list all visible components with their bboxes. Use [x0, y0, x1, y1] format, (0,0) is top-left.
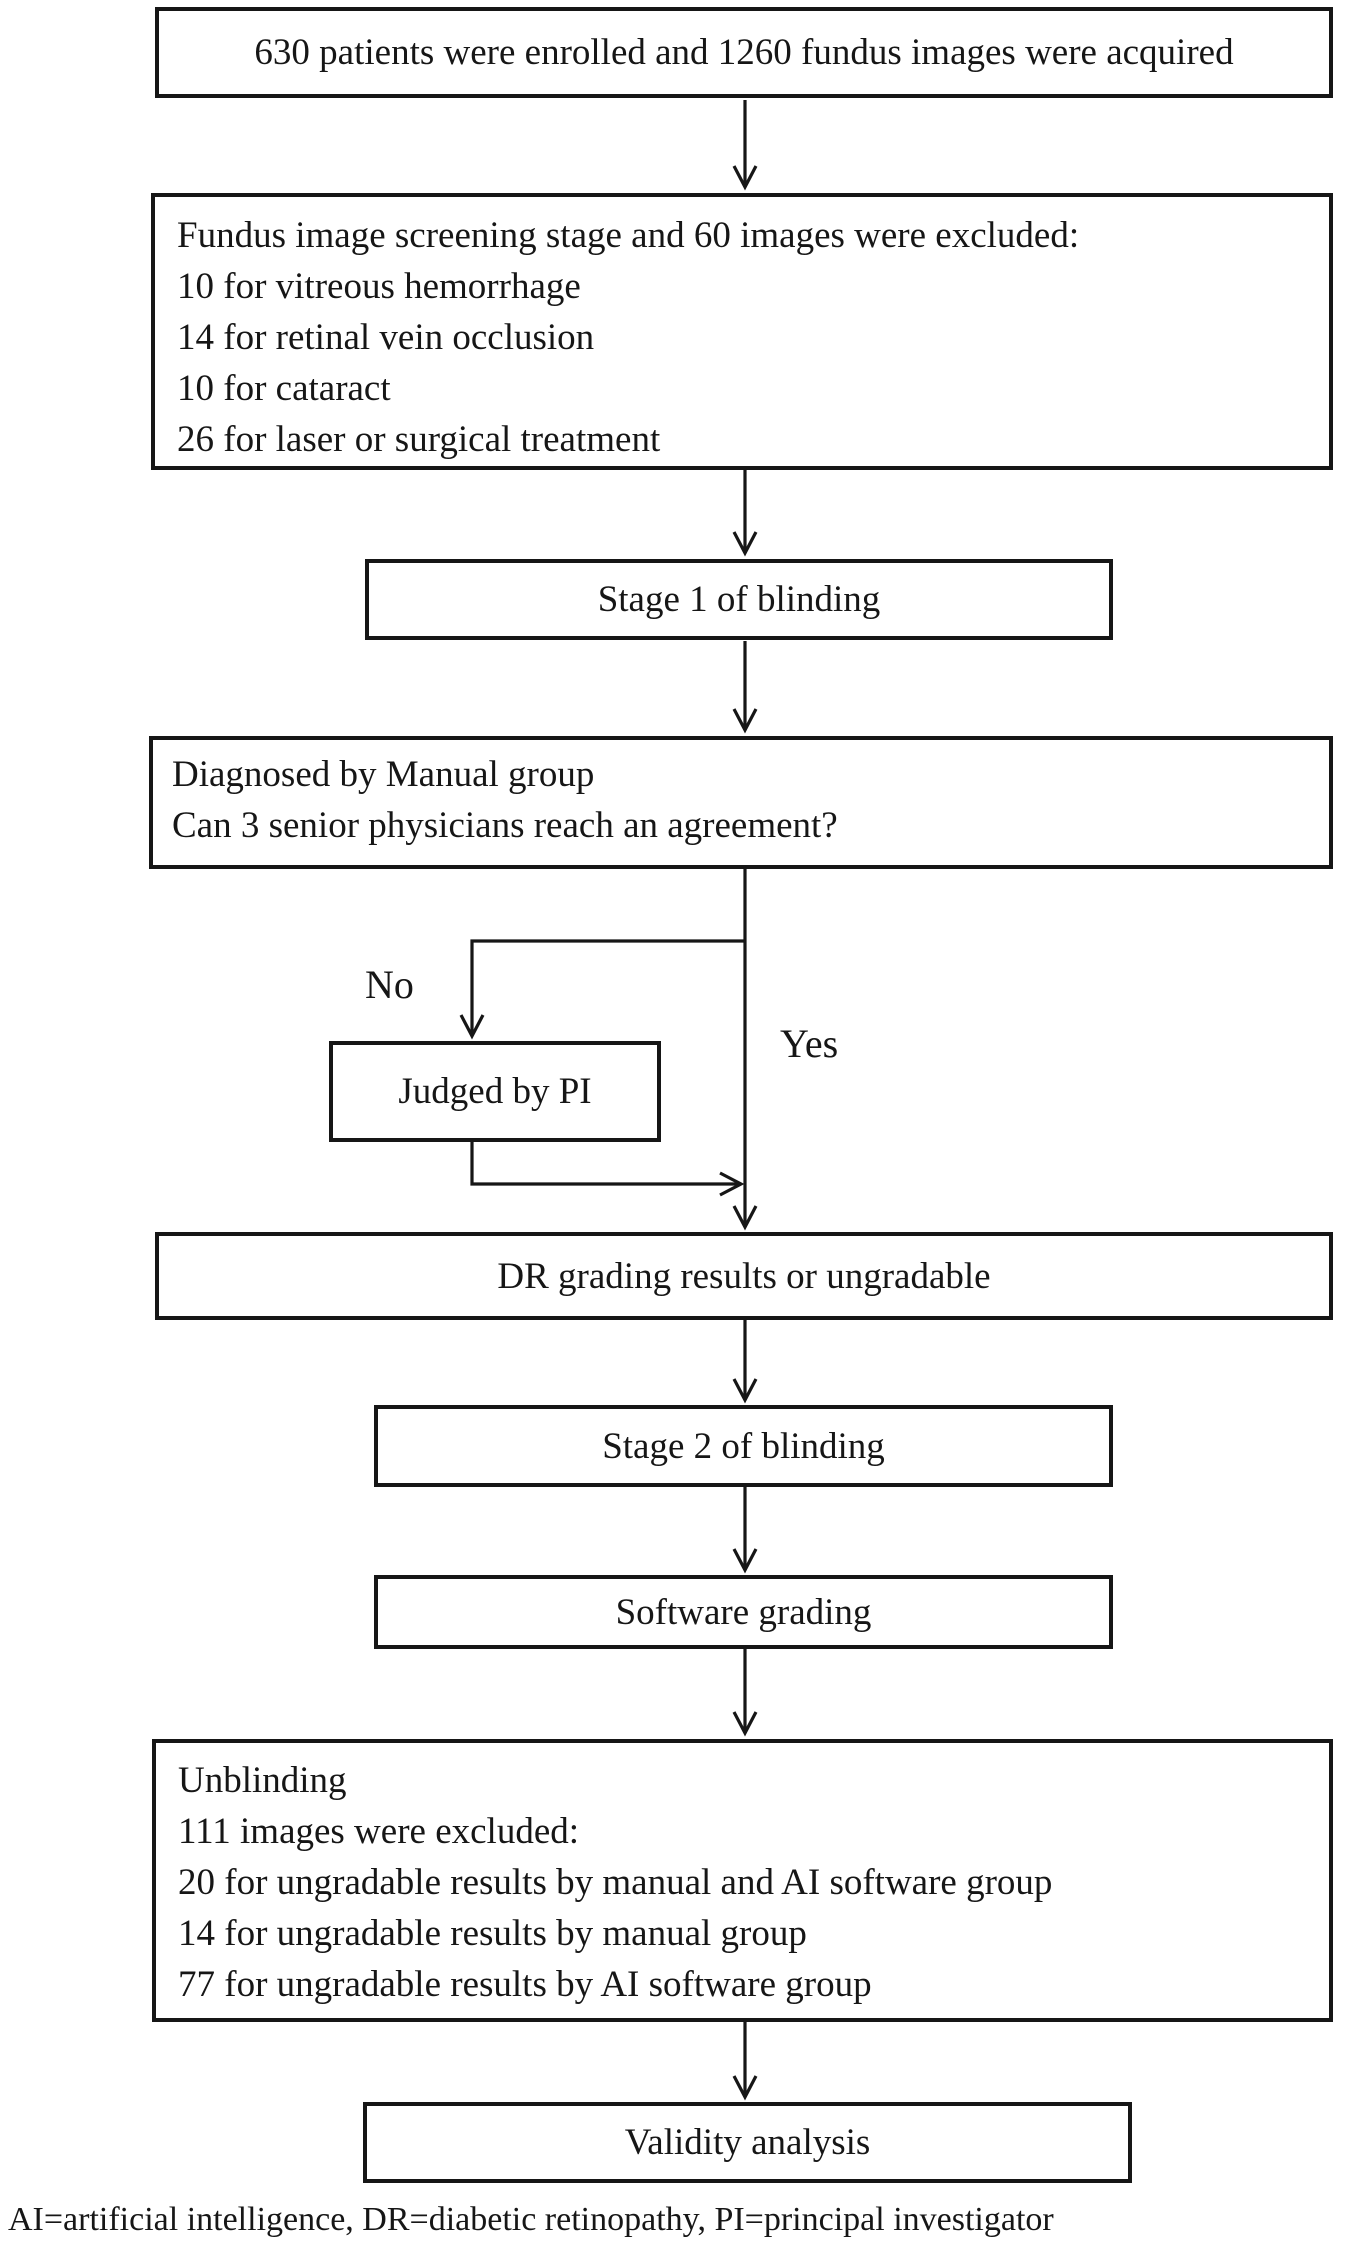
label-yes: Yes — [780, 1021, 839, 1066]
unblinding-item: 20 for ungradable results by manual and … — [178, 1862, 1053, 1903]
box-validity-analysis: Validity analysis — [363, 2102, 1132, 2183]
figure-caption: AI=artificial intelligence, DR=diabetic … — [8, 2201, 1054, 2238]
unblinding-item: 77 for ungradable results by AI software… — [178, 1964, 872, 2005]
box-stage2-blinding: Stage 2 of blinding — [374, 1405, 1113, 1487]
arrow-judged-by-pi-return — [470, 1142, 745, 1197]
unblinding-title: Unblinding — [178, 1760, 347, 1801]
box-manual-diagnosis: Diagnosed by Manual group Can 3 senior p… — [149, 736, 1333, 869]
box-screening-exclusions: Fundus image screening stage and 60 imag… — [151, 193, 1333, 470]
box-software-grading: Software grading — [374, 1575, 1113, 1649]
screening-item: 10 for vitreous hemorrhage — [177, 266, 581, 307]
unblinding-item: 14 for ungradable results by manual grou… — [178, 1913, 807, 1954]
stage2-text: Stage 2 of blinding — [602, 1425, 885, 1467]
screening-item: 10 for cataract — [177, 368, 391, 409]
arrow-no-to-judged-by-pi — [459, 939, 745, 1040]
box-judged-by-pi: Judged by PI — [329, 1041, 661, 1142]
box-dr-grading: DR grading results or ungradable — [155, 1232, 1333, 1320]
screening-item: 14 for retinal vein occlusion — [177, 317, 595, 358]
software-grading-text: Software grading — [615, 1591, 872, 1633]
stage1-text: Stage 1 of blinding — [597, 579, 881, 620]
dr-grading-text: DR grading results or ungradable — [497, 1255, 991, 1297]
box-enrollment: 630 patients were enrolled and 1260 fund… — [155, 7, 1333, 98]
enrollment-text: 630 patients were enrolled and 1260 fund… — [254, 32, 1234, 73]
manual-diagnosis-title: Diagnosed by Manual group — [172, 754, 595, 795]
label-no: No — [365, 962, 414, 1007]
judged-by-pi-text: Judged by PI — [398, 1071, 592, 1112]
screening-title: Fundus image screening stage and 60 imag… — [177, 215, 1080, 256]
manual-diagnosis-question: Can 3 senior physicians reach an agreeme… — [172, 805, 838, 846]
box-stage1-blinding: Stage 1 of blinding — [365, 559, 1113, 640]
unblinding-subtitle: 111 images were excluded: — [178, 1811, 580, 1852]
validity-analysis-text: Validity analysis — [624, 2122, 871, 2163]
screening-item: 26 for laser or surgical treatment — [177, 419, 661, 460]
box-unblinding: Unblinding 111 images were excluded: 20 … — [152, 1739, 1333, 2022]
